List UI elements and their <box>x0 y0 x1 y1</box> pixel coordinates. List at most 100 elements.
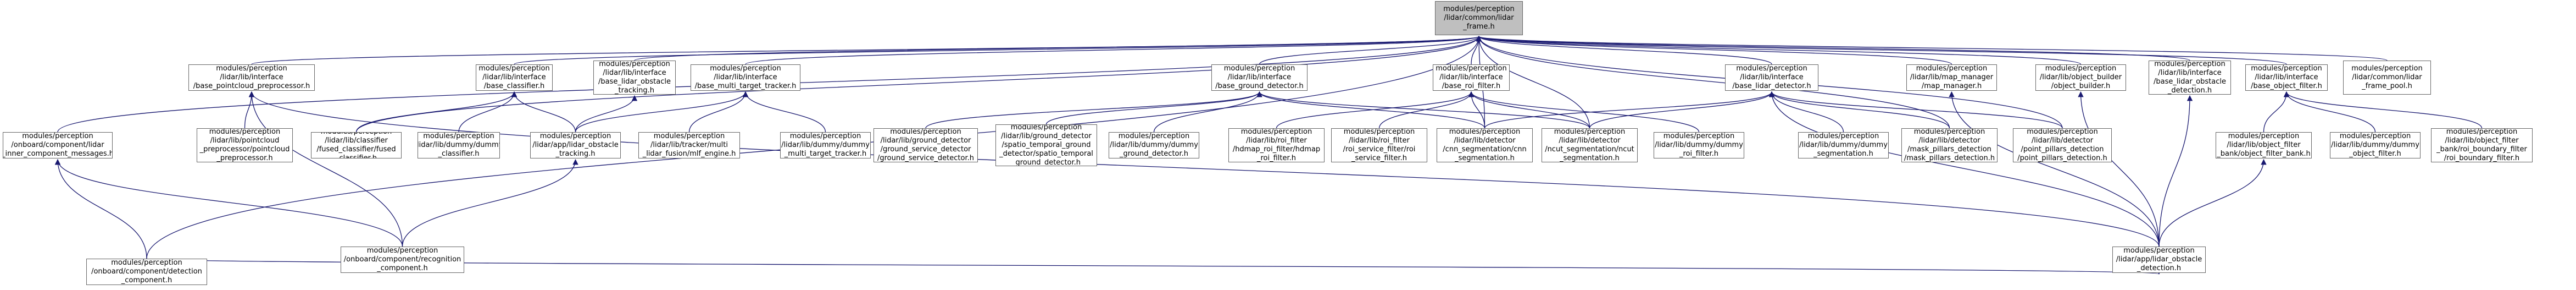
dependency-edge <box>1949 91 2160 247</box>
node-mlf-engine[interactable]: modules/perception /lidar/lib/tracker/mu… <box>638 132 740 158</box>
dependency-edge <box>575 95 638 133</box>
node-roi-boundary-filter[interactable]: modules/perception /lidar/lib/object_fil… <box>2431 128 2533 162</box>
dependency-edge <box>146 258 2161 275</box>
node-detection-component[interactable]: modules/perception /onboard/component/de… <box>86 259 207 285</box>
node-label: modules/perception /lidar/lib/tracker/mu… <box>642 132 736 158</box>
node-lidar-frame-pool[interactable]: modules/perception /lidar/common/lidar _… <box>2343 61 2431 95</box>
dependency-edge <box>1768 91 1950 129</box>
dependency-edge <box>745 35 1482 65</box>
node-base-object-filter[interactable]: modules/perception /lidar/lib/interface … <box>2245 64 2328 91</box>
dependency-edge <box>1589 91 1775 129</box>
dependency-edge <box>355 91 518 133</box>
dependency-edge <box>244 91 255 129</box>
node-pointcloud-preprocessor[interactable]: modules/perception /lidar/lib/pointcloud… <box>197 128 293 162</box>
node-base-ground-detector[interactable]: modules/perception /lidar/lib/interface … <box>1211 64 1308 91</box>
node-label: modules/perception /lidar/lib/object_fil… <box>2217 132 2311 158</box>
node-spatio-temporal-ground-detector[interactable]: modules/perception /lidar/lib/ground_det… <box>995 124 1097 166</box>
node-ground-service-detector[interactable]: modules/perception /lidar/lib/ground_det… <box>873 128 978 162</box>
dependency-edge <box>925 91 1262 129</box>
node-recognition-component[interactable]: modules/perception /onboard/component/re… <box>341 247 464 273</box>
node-base-lidar-obstacle-tracking[interactable]: modules/perception /lidar/lib/interface … <box>593 61 676 95</box>
dependency-edge <box>1476 35 1950 129</box>
node-mask-pillars-detection[interactable]: modules/perception /lidar/lib/detector /… <box>1901 128 1998 162</box>
node-label: modules/perception /lidar/lib/roi_filter… <box>1343 128 1416 162</box>
node-point-pillars-detection[interactable]: modules/perception /lidar/lib/detector /… <box>2013 128 2112 162</box>
node-label: modules/perception /lidar/lib/interface … <box>479 64 550 90</box>
node-label: modules/perception /lidar/lib/detector /… <box>1443 128 1527 162</box>
dependency-edge <box>54 158 147 259</box>
node-label: modules/perception /lidar/lib/object_fil… <box>2436 128 2527 162</box>
node-dummy-ground-detector[interactable]: modules/perception /lidar/lib/dummy/dumm… <box>1109 132 1199 158</box>
node-label: modules/perception /lidar/lib/dummy/dumm… <box>1655 132 1743 158</box>
dependency-edge <box>1468 91 1590 129</box>
dependency-edge <box>402 158 578 247</box>
dependency-edge <box>458 91 518 133</box>
dependency-edge <box>2078 91 2160 247</box>
dependency-edge <box>251 35 1482 65</box>
node-label: modules/perception /lidar/lib/interface … <box>694 64 797 90</box>
dependency-edge <box>1768 91 2160 247</box>
dependency-edge <box>1276 91 1475 129</box>
node-map-manager[interactable]: modules/perception /lidar/lib/map_manage… <box>1906 64 1997 91</box>
dependency-edge <box>249 91 2160 247</box>
node-label: modules/perception /lidar/lib/interface … <box>193 64 310 90</box>
node-cnn-segmentation[interactable]: modules/perception /lidar/lib/detector /… <box>1437 128 1533 162</box>
node-hdmap-roi-filter[interactable]: modules/perception /lidar/lib/roi_filter… <box>1228 128 1325 162</box>
dependency-edge <box>1153 91 1262 133</box>
node-label: modules/perception /lidar/lib/ground_det… <box>877 128 974 162</box>
node-label: modules/perception /lidar/lib/classifier… <box>316 133 396 158</box>
node-label: modules/perception /lidar/lib/interface … <box>1732 64 1811 90</box>
dependency-edge <box>2158 95 2193 247</box>
node-dummy-multi-target-tracker[interactable]: modules/perception /lidar/lib/dummy/dumm… <box>780 132 871 158</box>
dependency-edge <box>2158 158 2267 247</box>
node-app-lidar-obstacle-tracking[interactable]: modules/perception /lidar/app/lidar_obst… <box>530 132 621 158</box>
node-ncut-segmentation[interactable]: modules/perception /lidar/lib/detector /… <box>1542 128 1638 162</box>
dependency-edge <box>1476 35 2190 61</box>
node-object-builder[interactable]: modules/perception /lidar/lib/object_bui… <box>2035 64 2126 91</box>
dependency-edge <box>1259 35 1482 65</box>
node-label: modules/perception /lidar/common/lidar _… <box>2351 64 2423 90</box>
node-label: modules/perception /lidar/app/lidar_obst… <box>532 132 619 158</box>
node-base-pointcloud-preprocessor[interactable]: modules/perception /lidar/lib/interface … <box>188 64 315 91</box>
node-base-multi-target-tracker[interactable]: modules/perception /lidar/lib/interface … <box>691 64 800 91</box>
node-label: modules/perception /lidar/lib/map_manage… <box>1910 64 1994 90</box>
dependency-edge <box>1768 91 2063 129</box>
node-label: modules/perception /lidar/lib/dummy/dumm… <box>418 132 500 158</box>
node-label: modules/perception /lidar/lib/interface … <box>2154 61 2226 95</box>
node-label: modules/perception /lidar/lib/object_bui… <box>2039 64 2122 90</box>
dependency-edge <box>688 91 749 133</box>
node-object-filter-bank[interactable]: modules/perception /lidar/lib/object_fil… <box>2216 132 2312 158</box>
node-roi-service-filter[interactable]: modules/perception /lidar/lib/roi_filter… <box>1331 128 1427 162</box>
node-dummy-roi-filter[interactable]: modules/perception /lidar/lib/dummy/dumm… <box>1654 132 1744 158</box>
dependency-edge <box>511 91 576 133</box>
node-label: modules/perception /onboard/component/re… <box>343 247 461 272</box>
dependency-edge <box>1484 91 1775 129</box>
dependency-edge <box>1476 35 2388 61</box>
node-lidar-inner-component-messages[interactable]: modules/perception /onboard/component/li… <box>3 132 113 158</box>
dependency-edge <box>1476 35 1590 129</box>
node-base-classifier[interactable]: modules/perception /lidar/lib/interface … <box>476 64 553 91</box>
dependency-edge <box>2283 91 2483 129</box>
node-label: modules/perception /lidar/lib/dummy/dumm… <box>781 132 870 158</box>
dependency-edge <box>1476 35 2287 65</box>
dependency-edge <box>54 158 403 247</box>
node-app-lidar-obstacle-detection[interactable]: modules/perception /lidar/app/lidar_obst… <box>2112 247 2206 273</box>
dependency-edge <box>1468 91 1700 133</box>
node-dummy-segmentation[interactable]: modules/perception /lidar/lib/dummy/dumm… <box>1798 132 1889 158</box>
node-lidar-frame-root[interactable]: modules/perception /lidar/common/lidar _… <box>1435 1 1523 35</box>
node-dummy-classifier[interactable]: modules/perception /lidar/lib/dummy/dumm… <box>418 132 500 158</box>
node-dummy-object-filter[interactable]: modules/perception /lidar/lib/dummy/dumm… <box>2330 132 2421 158</box>
node-label: modules/perception /lidar/lib/interface … <box>2251 64 2322 90</box>
node-label: modules/perception /lidar/lib/interface … <box>598 61 671 95</box>
node-label: modules/perception /lidar/app/lidar_obst… <box>2116 247 2202 272</box>
node-base-lidar-obstacle-detection[interactable]: modules/perception /lidar/lib/interface … <box>2149 61 2231 95</box>
node-base-roi-filter[interactable]: modules/perception /lidar/lib/interface … <box>1433 64 1510 91</box>
node-label: modules/perception /lidar/lib/roi_filter… <box>1232 128 1321 162</box>
node-fused-classifier[interactable]: modules/perception /lidar/lib/classifier… <box>311 132 402 158</box>
node-base-lidar-detector[interactable]: modules/perception /lidar/lib/interface … <box>1725 64 1818 91</box>
dependency-edge <box>1378 91 1475 129</box>
node-label: modules/perception /lidar/lib/interface … <box>1215 64 1304 90</box>
dependency-edge <box>2283 91 2376 133</box>
node-label: modules/perception /lidar/lib/detector /… <box>2017 128 2107 162</box>
